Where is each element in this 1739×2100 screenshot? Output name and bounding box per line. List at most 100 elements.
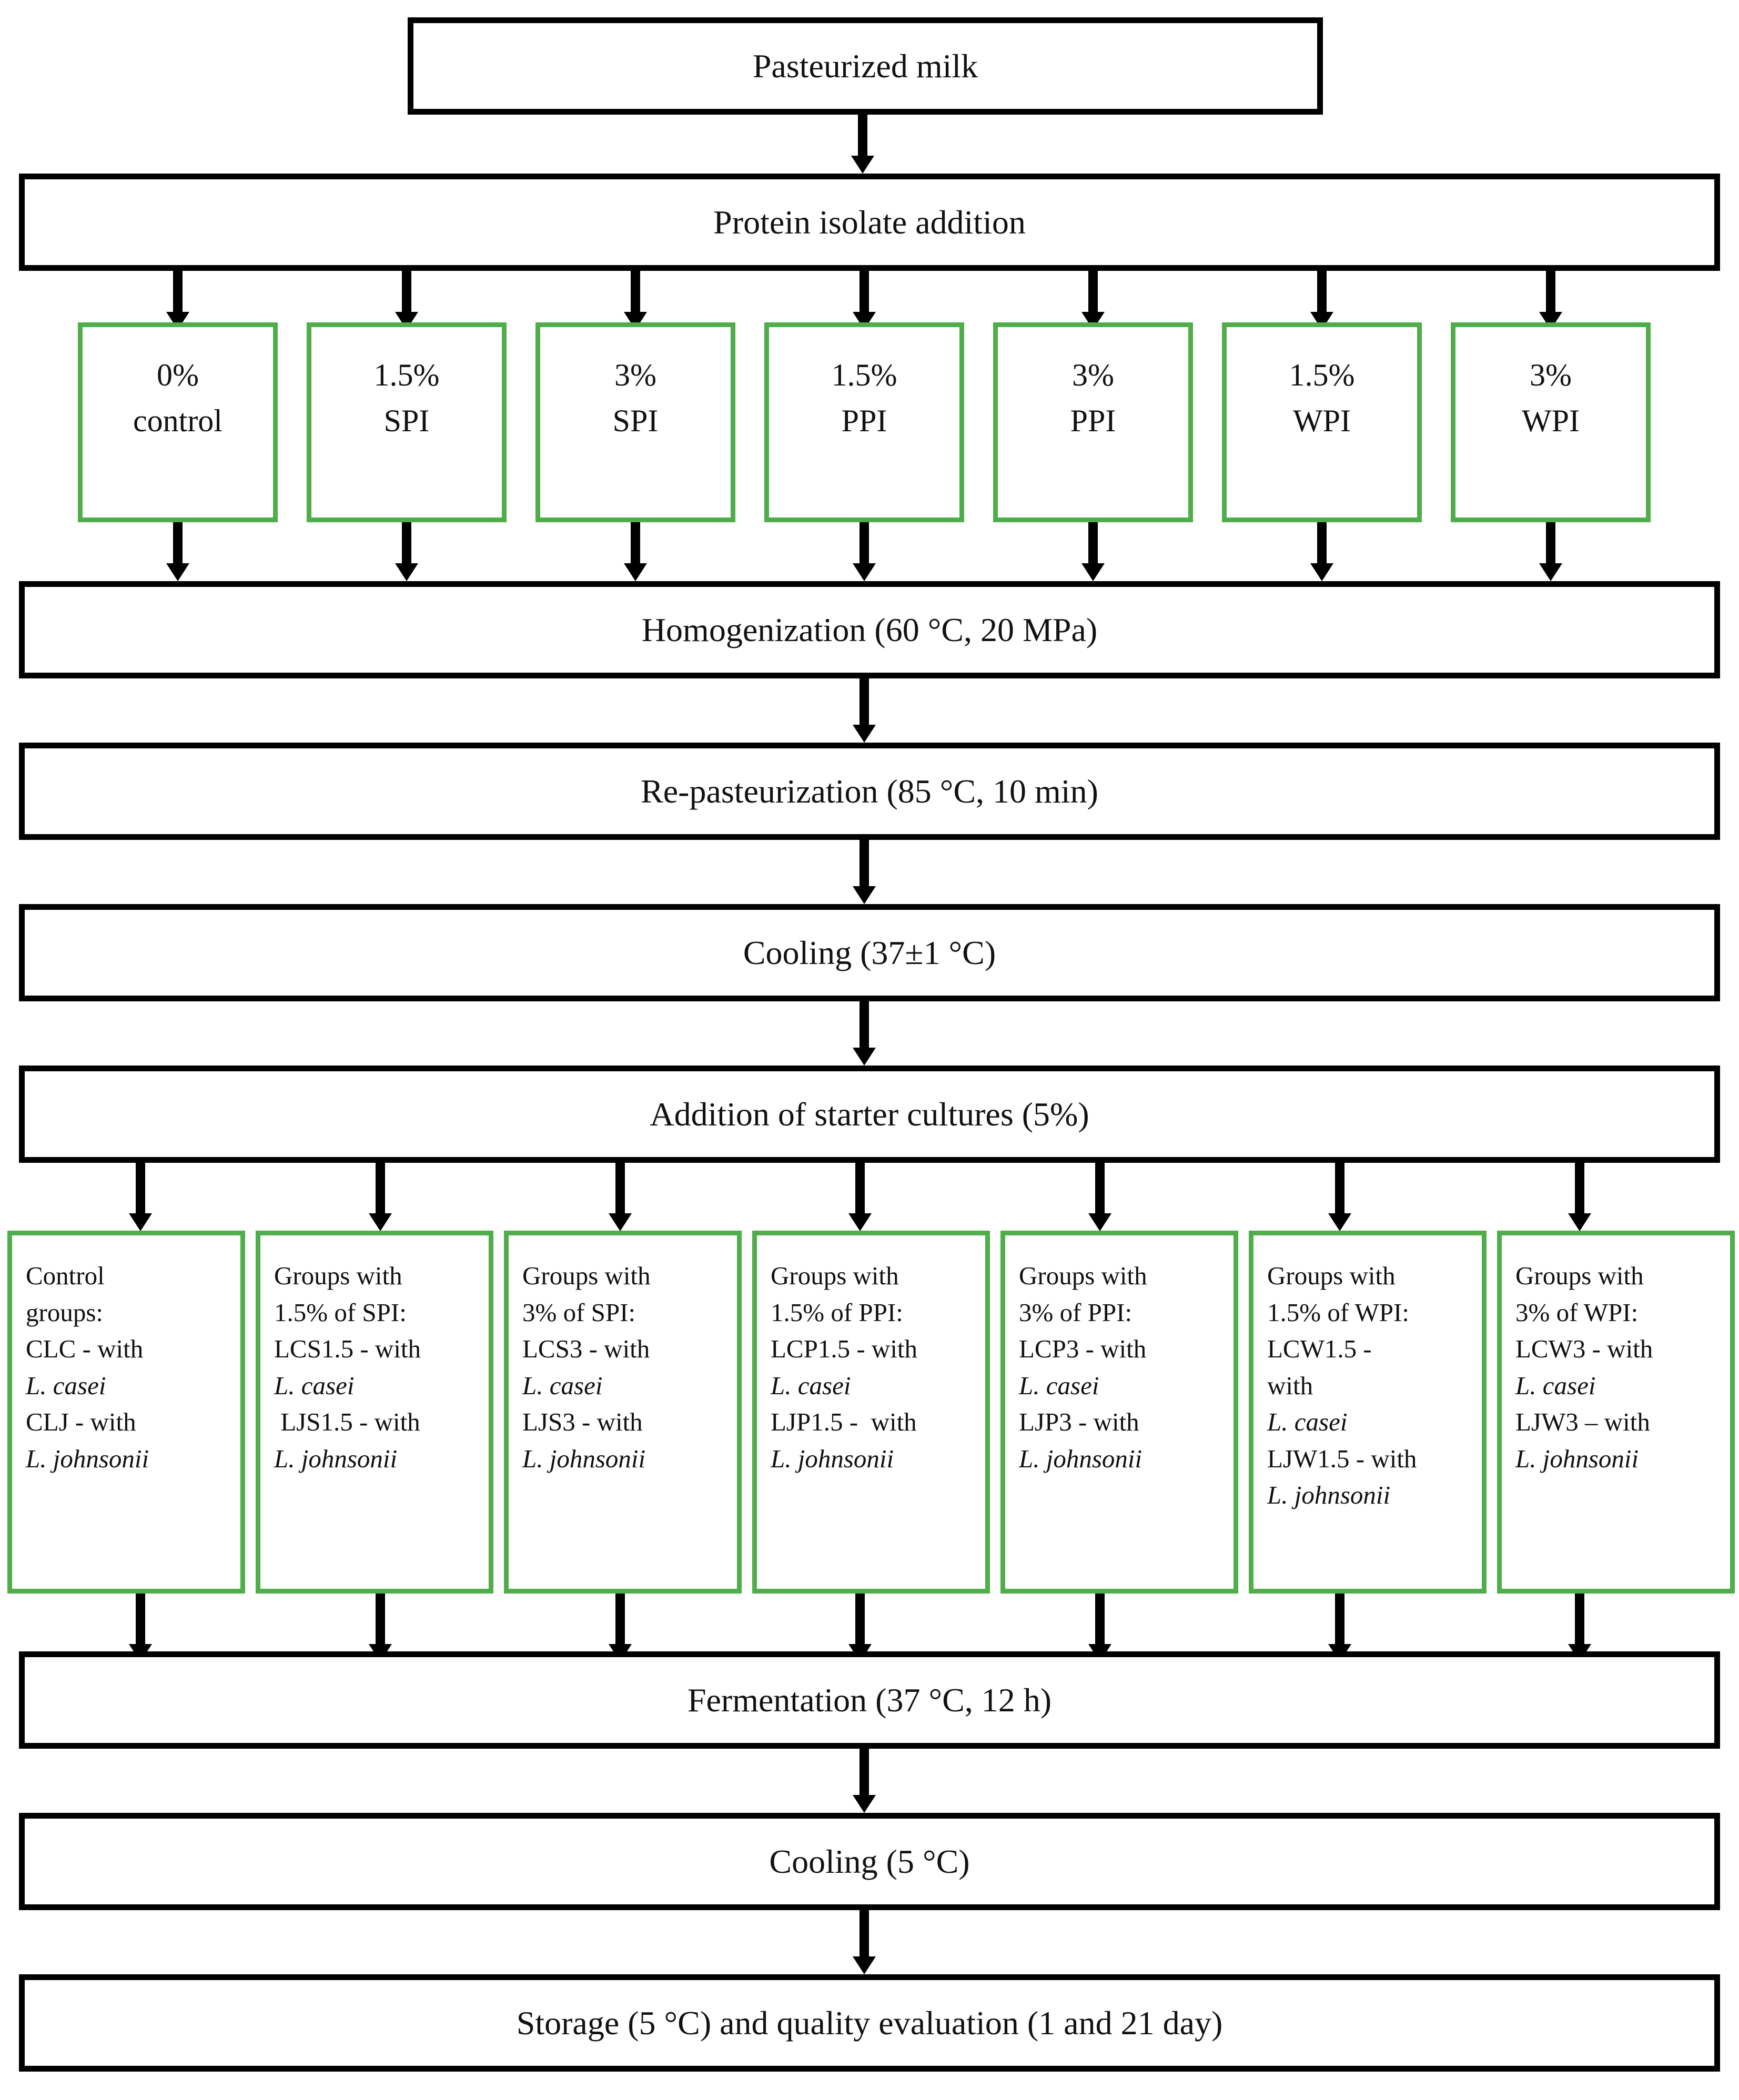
isolate-level-box-5[interactable]: 3% PPI (993, 322, 1193, 522)
culture-group-box-6[interactable]: Groups with 1.5% of WPI: LCW1.5 - with L… (1249, 1231, 1487, 1594)
group-heading-line2: 1.5% of WPI: (1267, 1297, 1409, 1327)
group-code-1: LCW1.5 - (1267, 1334, 1372, 1364)
group-strain-1: L. casei (1515, 1371, 1596, 1400)
group-strain-2: L. johnsonii (274, 1444, 398, 1473)
step-label: Storage (5 °C) and quality evaluation (1… (516, 2004, 1223, 2042)
arrow-level-3-to-homogenization (624, 522, 647, 581)
group-code-2: LJW1.5 - with (1267, 1444, 1417, 1473)
step-label: Addition of starter cultures (5%) (650, 1095, 1089, 1133)
arrow-fermentation-to-cooling5 (853, 1749, 876, 1813)
arrow-starter-to-group-7 (1568, 1163, 1591, 1231)
group-code-2: LJP3 - with (1019, 1407, 1139, 1437)
group-code-1: LCW3 - with (1515, 1334, 1653, 1364)
group-heading-line2: 1.5% of SPI: (274, 1297, 407, 1327)
step-storage-evaluation: Storage (5 °C) and quality evaluation (1… (19, 1974, 1720, 2072)
group-strain-1: L. casei (1019, 1371, 1099, 1400)
step-label: Cooling (5 °C) (769, 1842, 970, 1880)
isolate-level-label: 3% SPI (612, 358, 659, 438)
step-label: Homogenization (60 °C, 20 MPa) (641, 611, 1098, 648)
group-code-1: CLC - with (26, 1334, 144, 1364)
arrow-homogenization-to-repasteurization (853, 678, 876, 743)
group-strain-1: L. casei (274, 1371, 355, 1400)
arrow-isolate-to-level-6 (1310, 271, 1333, 330)
arrow-isolate-to-level-2 (395, 271, 418, 330)
group-strain-1: L. casei (26, 1371, 106, 1400)
step-pasteurized-milk: Pasteurized milk (408, 17, 1323, 115)
arrow-starter-to-group-1 (129, 1163, 152, 1231)
culture-group-text: Control groups: CLC - with L. casei CLJ … (26, 1257, 240, 1477)
group-code-1: LCP1.5 - with (771, 1334, 918, 1364)
isolate-level-box-1[interactable]: 0% control (78, 322, 278, 522)
arrow-repasteurization-to-cooling37 (853, 840, 876, 904)
arrow-level-5-to-homogenization (1081, 522, 1105, 581)
group-strain-2: L. johnsonii (1267, 1480, 1391, 1510)
arrow-isolate-to-level-3 (624, 271, 647, 330)
culture-group-box-7[interactable]: Groups with 3% of WPI: LCW3 - with L. ca… (1497, 1231, 1735, 1594)
step-homogenization: Homogenization (60 °C, 20 MPa) (19, 581, 1720, 678)
group-heading-line2: 3% of SPI: (522, 1297, 636, 1327)
step-label: Cooling (37±1 °C) (743, 934, 996, 971)
isolate-level-label: 1.5% WPI (1289, 358, 1355, 438)
group-heading-line1: Groups with (1515, 1261, 1644, 1290)
group-strain-2: L. johnsonii (771, 1444, 894, 1473)
arrow-level-4-to-homogenization (853, 522, 876, 581)
group-code-2: LJS3 - with (522, 1407, 643, 1437)
group-heading-line2: 3% of PPI: (1019, 1297, 1133, 1327)
arrow-isolate-to-level-5 (1081, 271, 1105, 330)
arrow-starter-to-group-4 (848, 1163, 872, 1231)
group-heading-line1: Groups with (274, 1261, 402, 1290)
group-heading-line1: Groups with (771, 1261, 899, 1290)
group-heading-line2: 1.5% of PPI: (771, 1297, 903, 1327)
group-strain-1: L. casei (522, 1371, 603, 1400)
culture-group-text: Groups with 1.5% of PPI: LCP1.5 - with L… (771, 1257, 985, 1477)
arrow-starter-to-group-5 (1088, 1163, 1111, 1231)
arrow-starter-to-group-6 (1328, 1163, 1351, 1231)
group-strain-2: L. johnsonii (522, 1444, 646, 1473)
isolate-level-label: 0% control (133, 358, 223, 438)
isolate-level-box-4[interactable]: 1.5% PPI (764, 322, 964, 522)
arrow-starter-to-group-2 (369, 1163, 392, 1231)
culture-group-box-2[interactable]: Groups with 1.5% of SPI: LCS1.5 - with L… (256, 1231, 493, 1594)
step-cooling-5: Cooling (5 °C) (19, 1813, 1720, 1910)
group-heading-line2: 3% of WPI: (1515, 1297, 1639, 1327)
culture-group-text: Groups with 3% of PPI: LCP3 - with L. ca… (1019, 1257, 1234, 1477)
group-heading-line1: Control (26, 1261, 105, 1290)
group-code-1-cont: with (1267, 1371, 1313, 1400)
step-cooling-37: Cooling (37±1 °C) (19, 904, 1720, 1001)
group-strain-1: L. casei (771, 1371, 851, 1400)
group-strain-2: L. johnsonii (1515, 1444, 1639, 1473)
culture-group-text: Groups with 3% of SPI: LCS3 - with L. ca… (522, 1257, 737, 1477)
isolate-level-label: 1.5% SPI (373, 358, 440, 438)
culture-group-text: Groups with 3% of WPI: LCW3 - with L. ca… (1515, 1257, 1730, 1477)
group-code-2: CLJ - with (26, 1407, 136, 1437)
group-code-2: LJW3 – with (1515, 1407, 1650, 1437)
arrow-cooling5-to-storage (853, 1910, 876, 1974)
isolate-level-box-6[interactable]: 1.5% WPI (1222, 322, 1422, 522)
group-strain-2: L. johnsonii (26, 1444, 149, 1473)
isolate-level-box-3[interactable]: 3% SPI (535, 322, 735, 522)
arrow-isolate-to-level-1 (166, 271, 189, 330)
group-code-2: LJS1.5 - with (274, 1407, 420, 1437)
step-label: Re-pasteurization (85 °C, 10 min) (641, 772, 1098, 810)
isolate-level-label: 3% WPI (1522, 358, 1580, 438)
arrow-level-1-to-homogenization (166, 522, 189, 581)
step-fermentation: Fermentation (37 °C, 12 h) (19, 1651, 1720, 1749)
group-heading-line2: groups: (26, 1297, 103, 1327)
isolate-level-label: 1.5% PPI (831, 358, 897, 438)
culture-group-box-4[interactable]: Groups with 1.5% of PPI: LCP1.5 - with L… (752, 1231, 990, 1594)
group-code-1: LCP3 - with (1019, 1334, 1147, 1364)
step-label: Pasteurized milk (752, 47, 978, 85)
group-heading-line1: Groups with (1267, 1261, 1396, 1290)
group-strain-2: L. johnsonii (1019, 1444, 1143, 1473)
culture-group-text: Groups with 1.5% of WPI: LCW1.5 - with L… (1267, 1257, 1482, 1514)
step-label: Protein isolate addition (713, 203, 1026, 241)
culture-group-box-5[interactable]: Groups with 3% of PPI: LCP3 - with L. ca… (1000, 1231, 1238, 1594)
culture-group-box-1[interactable]: Control groups: CLC - with L. casei CLJ … (7, 1231, 245, 1594)
isolate-level-box-2[interactable]: 1.5% SPI (307, 322, 507, 522)
isolate-level-box-7[interactable]: 3% WPI (1451, 322, 1651, 522)
arrow-level-2-to-homogenization (395, 522, 418, 581)
step-starter-cultures: Addition of starter cultures (5%) (19, 1066, 1720, 1163)
culture-group-box-3[interactable]: Groups with 3% of SPI: LCS3 - with L. ca… (504, 1231, 742, 1594)
arrow-level-6-to-homogenization (1310, 522, 1333, 581)
